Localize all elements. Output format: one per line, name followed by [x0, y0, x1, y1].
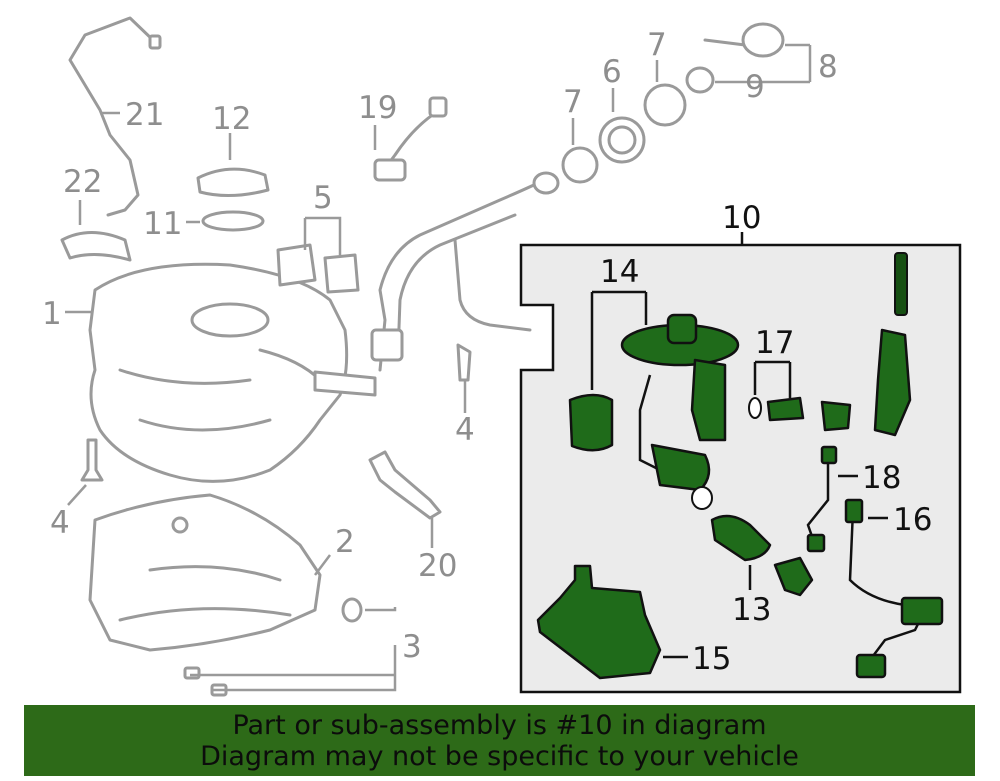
- callout-7a: 7: [563, 84, 583, 120]
- callout-12: 12: [212, 101, 251, 137]
- callout-11: 11: [143, 206, 182, 242]
- bracket-part-5-right: [323, 253, 360, 294]
- housing-part-6: [598, 116, 646, 164]
- bolt-part-4-left: [80, 438, 104, 482]
- callout-7b: 7: [647, 27, 667, 63]
- callout-14: 14: [600, 254, 639, 290]
- callout-16: 16: [893, 502, 932, 538]
- harness-16-connector-bottom: [855, 653, 887, 679]
- callout-2: 2: [335, 524, 355, 560]
- callout-10: 10: [722, 200, 761, 236]
- info-banner: Part or sub-assembly is #10 in diagram D…: [24, 705, 975, 776]
- filler-pipe-mouth: [532, 171, 560, 195]
- vent-tube-end: [148, 34, 162, 50]
- fuel-tank-pump-opening: [190, 302, 270, 338]
- harness-connector-bottom: [806, 533, 826, 553]
- gray-leaders: [65, 43, 812, 692]
- clip-part-3b: [183, 666, 201, 680]
- gasket-part-11: [201, 210, 265, 232]
- pump-clip: [773, 556, 814, 597]
- fuel-cap-tether-part-8: [703, 38, 747, 47]
- breather-tube: [453, 238, 532, 332]
- filler-neck-stub: [313, 370, 377, 397]
- callout-8: 8: [818, 49, 838, 85]
- cap-gasket-part-9: [685, 66, 715, 94]
- reservoir-part-15: [536, 564, 662, 680]
- bracket-part-5-left: [276, 243, 317, 287]
- fuel-tank-part-1: [88, 262, 349, 483]
- harness-16-connector-mid: [900, 596, 944, 626]
- black-leaders: [590, 232, 888, 659]
- callout-21: 21: [125, 97, 164, 133]
- vent-tube-part-21: [68, 16, 157, 217]
- callout-22: 22: [63, 164, 102, 200]
- callout-19: 19: [358, 90, 397, 126]
- callout-4b: 4: [455, 412, 475, 448]
- pump-seal: [691, 486, 713, 510]
- valve-retainer: [820, 400, 852, 432]
- hose-connector: [428, 96, 448, 118]
- fuel-pump-part-13: [710, 514, 772, 562]
- callout-13: 13: [732, 592, 771, 628]
- heat-shield-part-22: [60, 231, 132, 262]
- callout-20: 20: [418, 548, 457, 584]
- sender-part-20: [368, 450, 442, 520]
- filler-pipe-inner: [396, 213, 517, 357]
- callout-4a: 4: [50, 505, 70, 541]
- tank-protector-part-2: [88, 493, 322, 652]
- protector-contour: [118, 565, 292, 622]
- banner-line-1: Part or sub-assembly is #10 in diagram: [232, 709, 767, 741]
- o-ring-part-7b: [643, 83, 687, 127]
- filler-clamp: [370, 328, 404, 362]
- bolt-part-4-right: [456, 343, 472, 382]
- housing-part-6-inner: [607, 125, 637, 155]
- callout-5: 5: [313, 180, 333, 216]
- banner-line-2: Diagram may not be specific to your vehi…: [200, 740, 799, 772]
- protector-hole: [171, 516, 189, 534]
- retainer-ring-part-12: [196, 167, 270, 198]
- pump-bracket: [690, 358, 727, 442]
- callout-15: 15: [692, 641, 731, 677]
- o-ring-part-7a: [561, 146, 599, 184]
- callout-18: 18: [862, 460, 901, 496]
- sender-coil: [894, 252, 908, 316]
- harness-16-connector-top: [844, 498, 864, 524]
- clip-part-3: [341, 597, 363, 623]
- callout-9: 9: [745, 69, 765, 105]
- callout-6: 6: [602, 54, 622, 90]
- filter-part-14: [568, 393, 614, 452]
- callout-17: 17: [755, 325, 794, 361]
- hose-clamp: [373, 158, 407, 182]
- parts-diagram: 1 2 3 4 4 5 6 7 7 8 9 10 11 12 13 14 15 …: [42, 16, 962, 697]
- fuel-cap-part-8: [741, 22, 785, 58]
- pump-flange-cap: [666, 313, 698, 345]
- callout-1: 1: [42, 296, 62, 332]
- harness-connector-top: [820, 445, 838, 465]
- pump-hose: [638, 374, 661, 472]
- callout-3: 3: [402, 629, 422, 665]
- sender-unit: [873, 328, 912, 437]
- valve-part-17: [766, 396, 805, 422]
- o-ring-part-17: [748, 397, 762, 419]
